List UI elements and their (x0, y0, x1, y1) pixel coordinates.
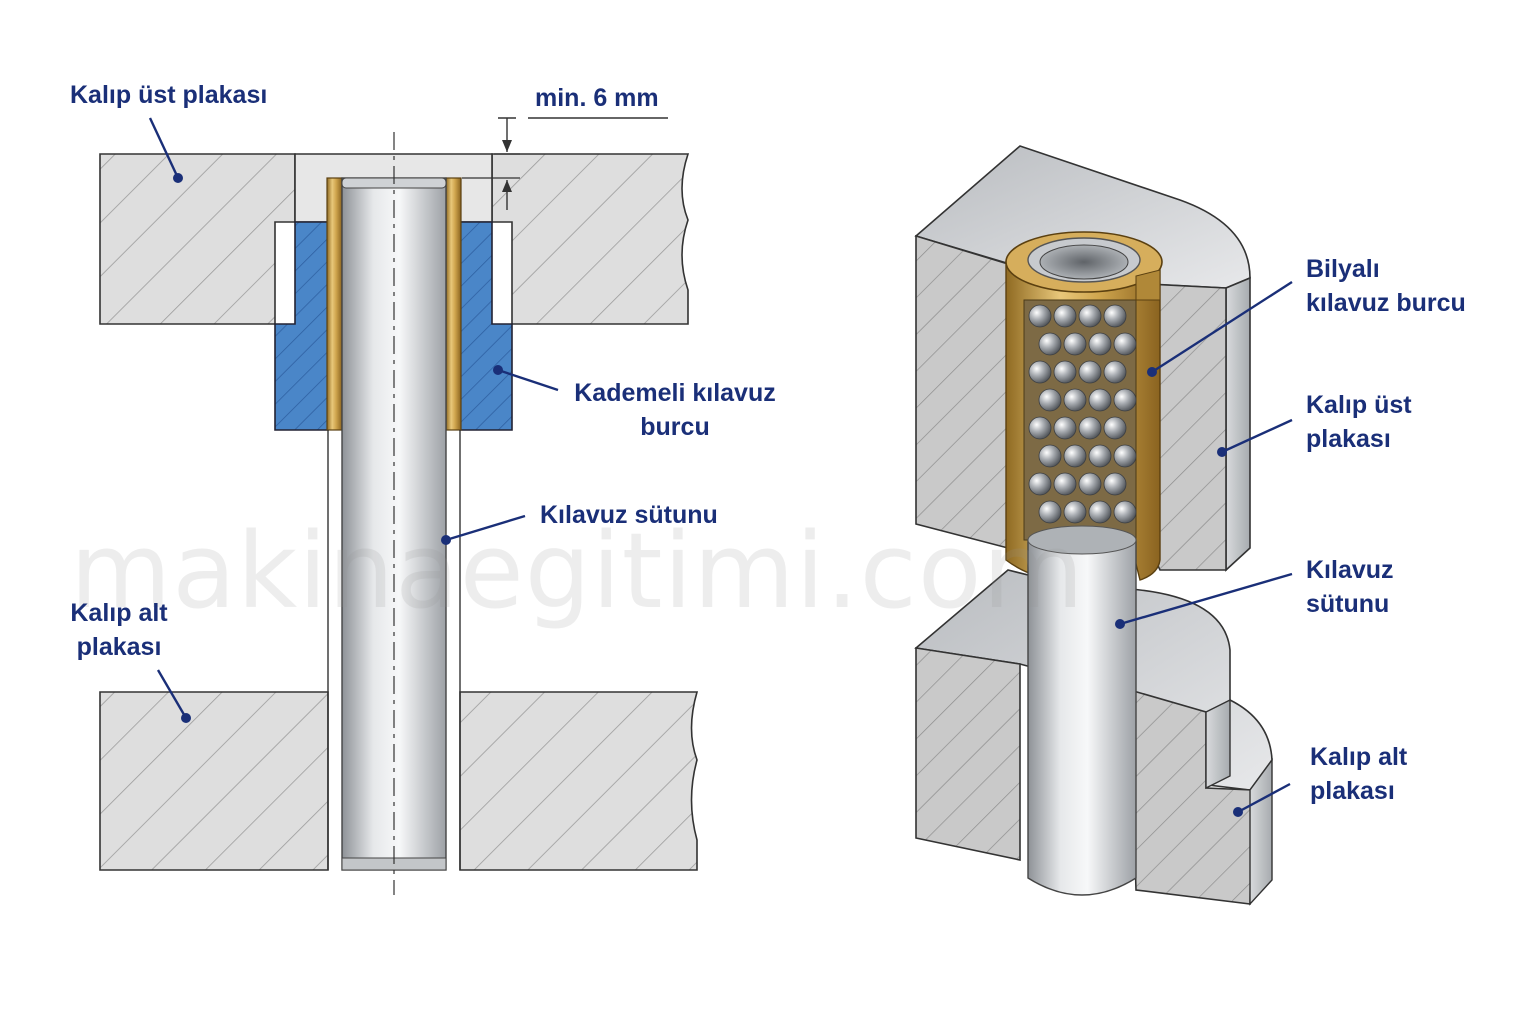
ball-bearing (1053, 416, 1077, 440)
ball-bearing (1063, 500, 1087, 524)
label-upper-plate-left: Kalıp üst plakası (70, 78, 267, 112)
ball-bearing (1078, 472, 1102, 496)
ball-bearing (1088, 332, 1112, 356)
lower-plate-section (99, 691, 329, 871)
label-upper-plate-text: Kalıp üst plakası (70, 81, 268, 109)
upper-block-section-left (915, 234, 1009, 550)
ball-bearing (1038, 388, 1062, 412)
ball-bearing (1113, 500, 1137, 524)
label-ball-bushing: Bilyalı kılavuz burcu (1306, 252, 1466, 320)
guide-pillar-3d (1027, 539, 1137, 896)
ball-bearing (1053, 360, 1077, 384)
label-lower-plate-right-line2: plakası (1310, 777, 1395, 805)
watermark: makinaegitimi.com (70, 510, 1085, 632)
label-upper-plate-right-line2: plakası (1306, 425, 1391, 453)
label-guide-pillar-left: Kılavuz sütunu (540, 498, 718, 532)
ball-bearing (1053, 472, 1077, 496)
ball-bearing (1113, 444, 1137, 468)
ball-bearing (1063, 388, 1087, 412)
label-guide-pillar-right-line1: Kılavuz (1306, 556, 1394, 584)
ball-bearings (1028, 304, 1137, 524)
bushing-liner-left (326, 177, 343, 431)
label-upper-plate-right-line1: Kalıp üst (1306, 391, 1412, 419)
dimension-min-6mm: min. 6 mm (535, 84, 659, 112)
ball-bearing (1088, 444, 1112, 468)
bushing-liner-right (445, 177, 462, 431)
ball-bearing (1053, 304, 1077, 328)
ball-bearing (1113, 388, 1137, 412)
ball-bearing (1078, 304, 1102, 328)
upper-plate-section-right (491, 153, 690, 325)
label-ball-bushing-line2: kılavuz burcu (1306, 289, 1466, 317)
ball-bearing (1028, 304, 1052, 328)
ball-bearing (1078, 416, 1102, 440)
ball-bearing (1028, 360, 1052, 384)
label-lower-plate-right-line1: Kalıp alt (1310, 743, 1408, 771)
label-ball-bushing-line1: Bilyalı (1306, 255, 1380, 283)
ball-bearing (1063, 332, 1087, 356)
label-lower-plate-left: Kalıp alt plakası (56, 596, 182, 664)
label-guide-pillar-right: Kılavuz sütunu (1306, 553, 1394, 621)
lower-block-section-left (915, 647, 1021, 861)
label-guide-pillar-text: Kılavuz sütunu (540, 501, 718, 529)
ball-bearing (1113, 332, 1137, 356)
label-lower-plate-line2: plakası (76, 633, 162, 661)
label-stepped-bushing-line2: burcu (640, 413, 710, 441)
ball-bearing (1038, 332, 1062, 356)
label-upper-plate-right: Kalıp üst plakası (1306, 388, 1412, 456)
ball-bearing (1103, 360, 1127, 384)
ball-bearing (1063, 444, 1087, 468)
ball-bearing (1038, 444, 1062, 468)
ball-bearing (1103, 304, 1127, 328)
ball-bearing (1028, 472, 1052, 496)
label-stepped-bushing-line1: Kademeli kılavuz (574, 379, 776, 407)
label-lower-plate-line1: Kalıp alt (70, 599, 168, 627)
ball-bearing (1028, 416, 1052, 440)
ball-bearing (1078, 360, 1102, 384)
label-lower-plate-right: Kalıp alt plakası (1310, 740, 1407, 808)
label-stepped-bushing: Kademeli kılavuz burcu (560, 376, 790, 444)
stepped-bushing-section-right (459, 221, 513, 431)
ball-bearing (1088, 388, 1112, 412)
label-guide-pillar-right-line2: sütunu (1306, 590, 1390, 618)
stepped-bushing-section (274, 221, 329, 431)
ball-bearing (1038, 500, 1062, 524)
ball-bearing (1103, 472, 1127, 496)
lower-plate-section-right (459, 691, 699, 871)
upper-plate-section (99, 153, 296, 325)
ball-bearing (1088, 500, 1112, 524)
ball-bearing (1103, 416, 1127, 440)
